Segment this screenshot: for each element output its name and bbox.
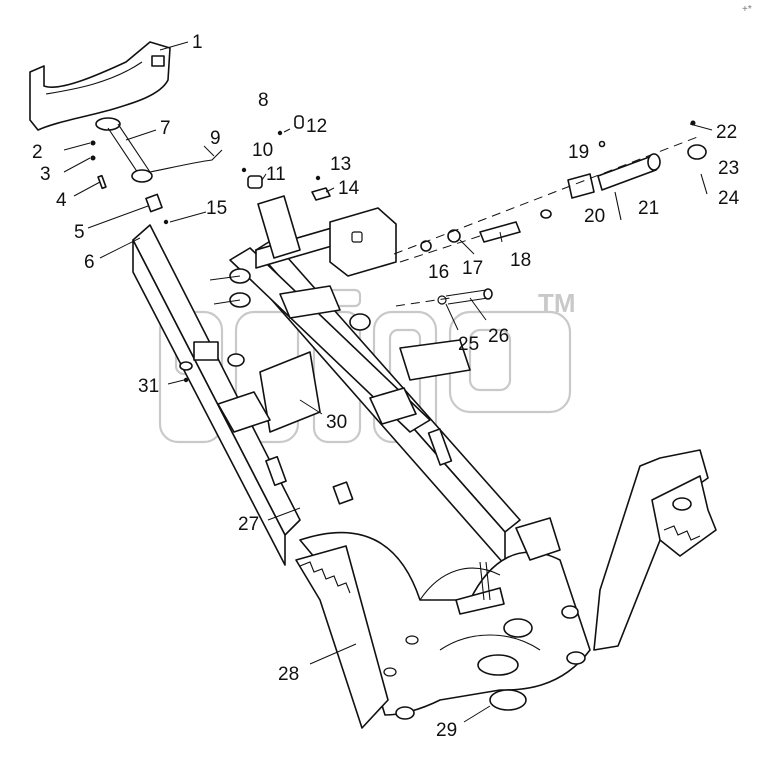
callout-18: 18 (510, 250, 531, 271)
callout-15: 15 (206, 198, 227, 219)
callout-13: 13 (330, 154, 351, 175)
callout-28: 28 (278, 664, 299, 685)
callout-5: 5 (74, 222, 85, 243)
callout-30: 30 (326, 412, 347, 433)
callout-19: 19 (568, 142, 589, 163)
callout-21: 21 (638, 198, 659, 219)
watermark-trademark: TM (538, 288, 576, 318)
main-frame (132, 195, 717, 729)
callout-3: 3 (40, 164, 51, 185)
front-bracket-assembly (29, 41, 223, 213)
dashed-assembly-lines (393, 135, 701, 307)
callout-26: 26 (488, 326, 509, 347)
callout-31: 31 (138, 376, 159, 397)
callout-24: 24 (718, 188, 740, 209)
callout-20: 20 (584, 206, 605, 227)
corner-mark: +* (742, 4, 752, 15)
callout-25: 25 (458, 334, 479, 355)
callout-8: 8 (258, 90, 269, 111)
callout-labels: 1 2 3 4 5 6 7 8 9 10 12 11 13 14 15 16 1… (32, 32, 740, 741)
callout-1: 1 (192, 32, 203, 53)
leader-lines (63, 41, 713, 723)
callout-2: 2 (32, 142, 43, 163)
callout-17: 17 (462, 258, 483, 279)
callout-22: 22 (716, 122, 737, 143)
callout-14: 14 (338, 178, 360, 199)
callout-10: 10 (252, 140, 273, 161)
callout-29: 29 (436, 720, 457, 741)
callout-11: 11 (266, 164, 286, 185)
callout-7: 7 (160, 118, 171, 139)
callout-12: 12 (306, 116, 327, 137)
callout-23: 23 (718, 158, 739, 179)
callout-16: 16 (428, 262, 449, 283)
callout-9: 9 (210, 128, 221, 149)
callout-4: 4 (56, 190, 67, 211)
callout-27: 27 (238, 514, 259, 535)
callout-6: 6 (84, 252, 95, 273)
